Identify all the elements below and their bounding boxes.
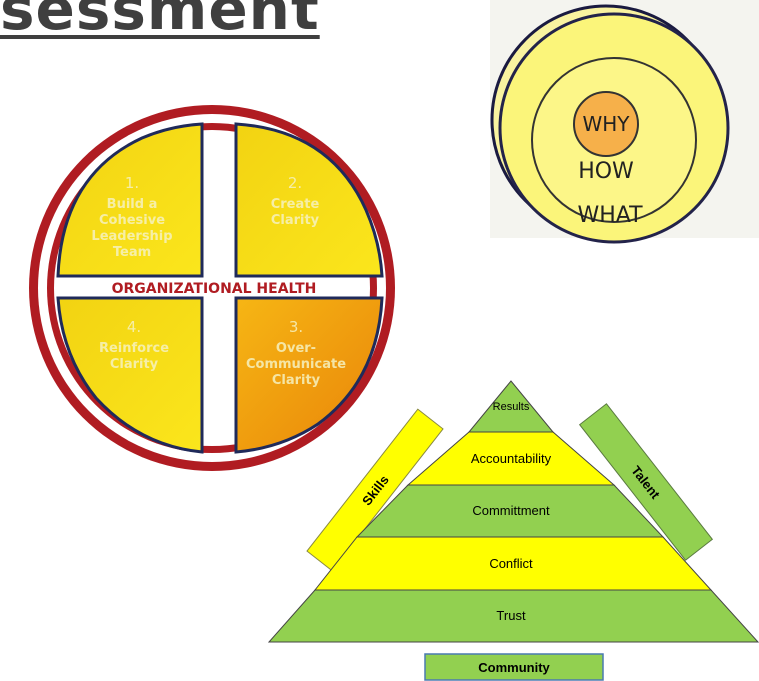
quadrant-1-line: Cohesive	[99, 213, 165, 228]
quadrant-2	[234, 122, 384, 278]
quadrant-1	[56, 122, 204, 278]
talent-bar	[578, 403, 714, 561]
quadrant-1-number: 1.	[125, 174, 139, 192]
pyramid-results-label: Results	[493, 401, 530, 413]
quadrant-1-line: Leadership	[91, 229, 172, 244]
quadrant-2-line: Create	[271, 197, 320, 212]
quadrant-4	[56, 296, 204, 454]
why-core	[573, 91, 639, 157]
pyramid-trust-label: Trust	[496, 608, 526, 623]
pyramid-committment-label: Committment	[472, 503, 550, 518]
quadrant-2-line: Clarity	[271, 213, 320, 228]
quadrant-4-line: Reinforce	[99, 341, 169, 356]
cross-horizontal-bar	[70, 278, 366, 296]
quadrant-1-line: Build a	[107, 197, 158, 212]
community-label: Community	[478, 660, 550, 675]
skills-bar	[306, 408, 444, 572]
quadrant-4-line: Clarity	[110, 357, 159, 372]
quadrant-3-line: Communicate	[246, 357, 346, 372]
pyramid-level-trust	[267, 589, 759, 643]
quadrant-3	[234, 296, 384, 454]
quadrant-3-line: Over-	[276, 341, 316, 356]
page-title: sessment	[0, 0, 320, 43]
what-label: WHAT	[577, 203, 643, 228]
how-label: HOW	[578, 159, 634, 184]
community-box	[424, 653, 604, 681]
quadrant-3-line: Clarity	[272, 373, 321, 388]
pyramid-accountability-label: Accountability	[471, 451, 552, 466]
pyramid-diagram: Skills Talent Results Accountability Com…	[267, 380, 759, 681]
pyramid-conflict-label: Conflict	[489, 556, 533, 571]
why-label: WHY	[582, 112, 630, 136]
quadrant-3-number: 3.	[289, 318, 303, 336]
golden-circle-diagram: WHY HOW WHAT	[490, 0, 759, 244]
quadrant-4-number: 4.	[127, 318, 141, 336]
health-banner: ORGANIZATIONAL HEALTH	[112, 281, 317, 297]
quadrant-1-line: Team	[113, 245, 151, 260]
quadrant-2-number: 2.	[288, 174, 302, 192]
organizational-health-diagram: ORGANIZATIONAL HEALTH 1. Build a Cohesiv…	[29, 105, 395, 471]
